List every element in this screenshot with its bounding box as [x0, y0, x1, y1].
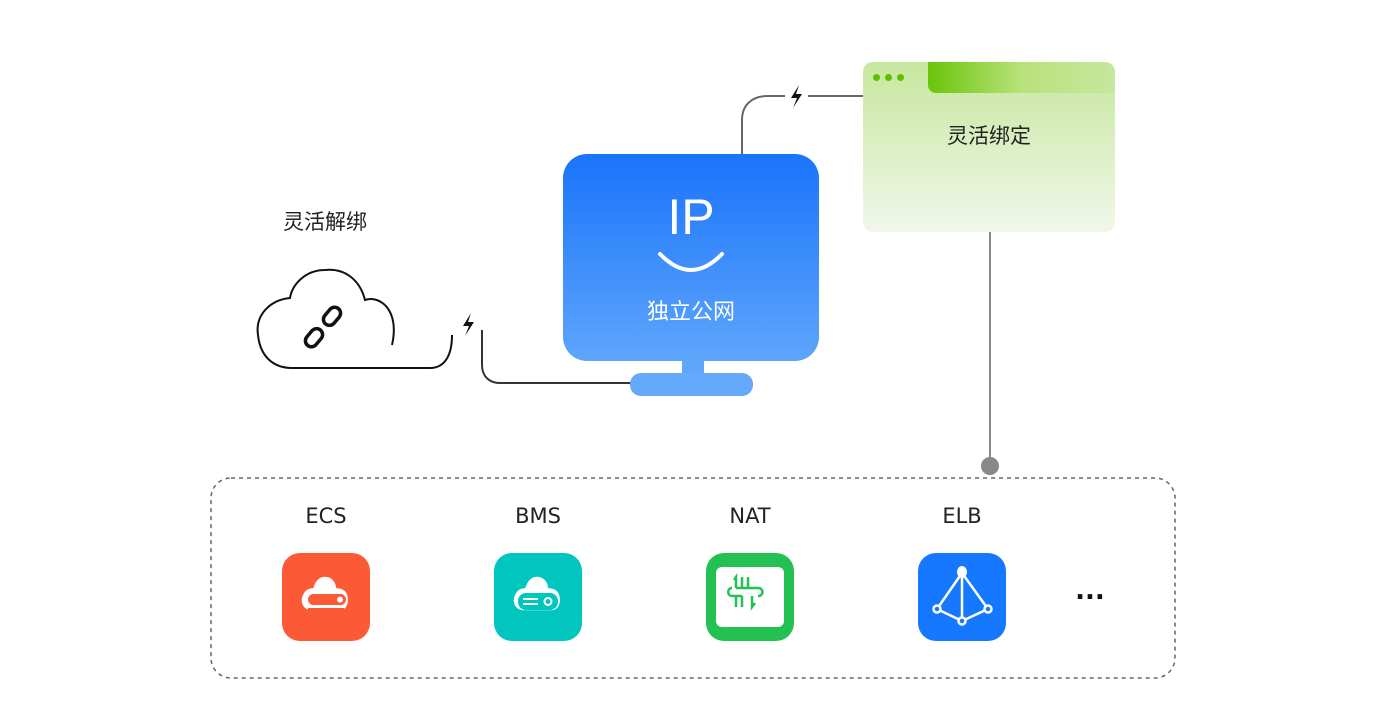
nat-tile	[706, 553, 794, 641]
window-dot	[885, 74, 892, 81]
public-ip-monitor: IP 独立公网	[563, 154, 819, 361]
monitor-base	[630, 373, 753, 396]
window-tab	[928, 62, 1115, 93]
connector-dot	[981, 457, 999, 475]
cloud-icon	[256, 268, 453, 369]
service-label: BMS	[515, 504, 561, 528]
ip-logo: IP	[667, 189, 715, 245]
service-label: NAT	[729, 504, 771, 528]
bare-metal-icon	[513, 576, 560, 611]
elb-tile	[918, 553, 1006, 641]
window-dot	[897, 74, 904, 81]
bolt-icon	[791, 85, 802, 108]
bolt-icon	[463, 313, 474, 336]
nat-icon	[716, 567, 784, 627]
bind-card: 灵活绑定	[863, 62, 1115, 232]
more-indicator: ...	[1075, 576, 1105, 606]
bind-label: 灵活绑定	[947, 124, 1031, 148]
link-broken-icon	[303, 305, 343, 349]
bms-tile	[494, 553, 582, 641]
load-balancer-icon	[932, 566, 993, 626]
cloud-server-icon	[301, 576, 348, 611]
ecs-tile	[282, 553, 370, 641]
center-label: 独立公网	[646, 300, 735, 325]
service-label: ELB	[942, 504, 982, 528]
service-label: ECS	[305, 504, 347, 528]
smile-icon	[658, 252, 724, 272]
services-group	[210, 477, 1176, 679]
unbind-label: 灵活解绑	[283, 210, 367, 234]
window-dot	[873, 74, 880, 81]
